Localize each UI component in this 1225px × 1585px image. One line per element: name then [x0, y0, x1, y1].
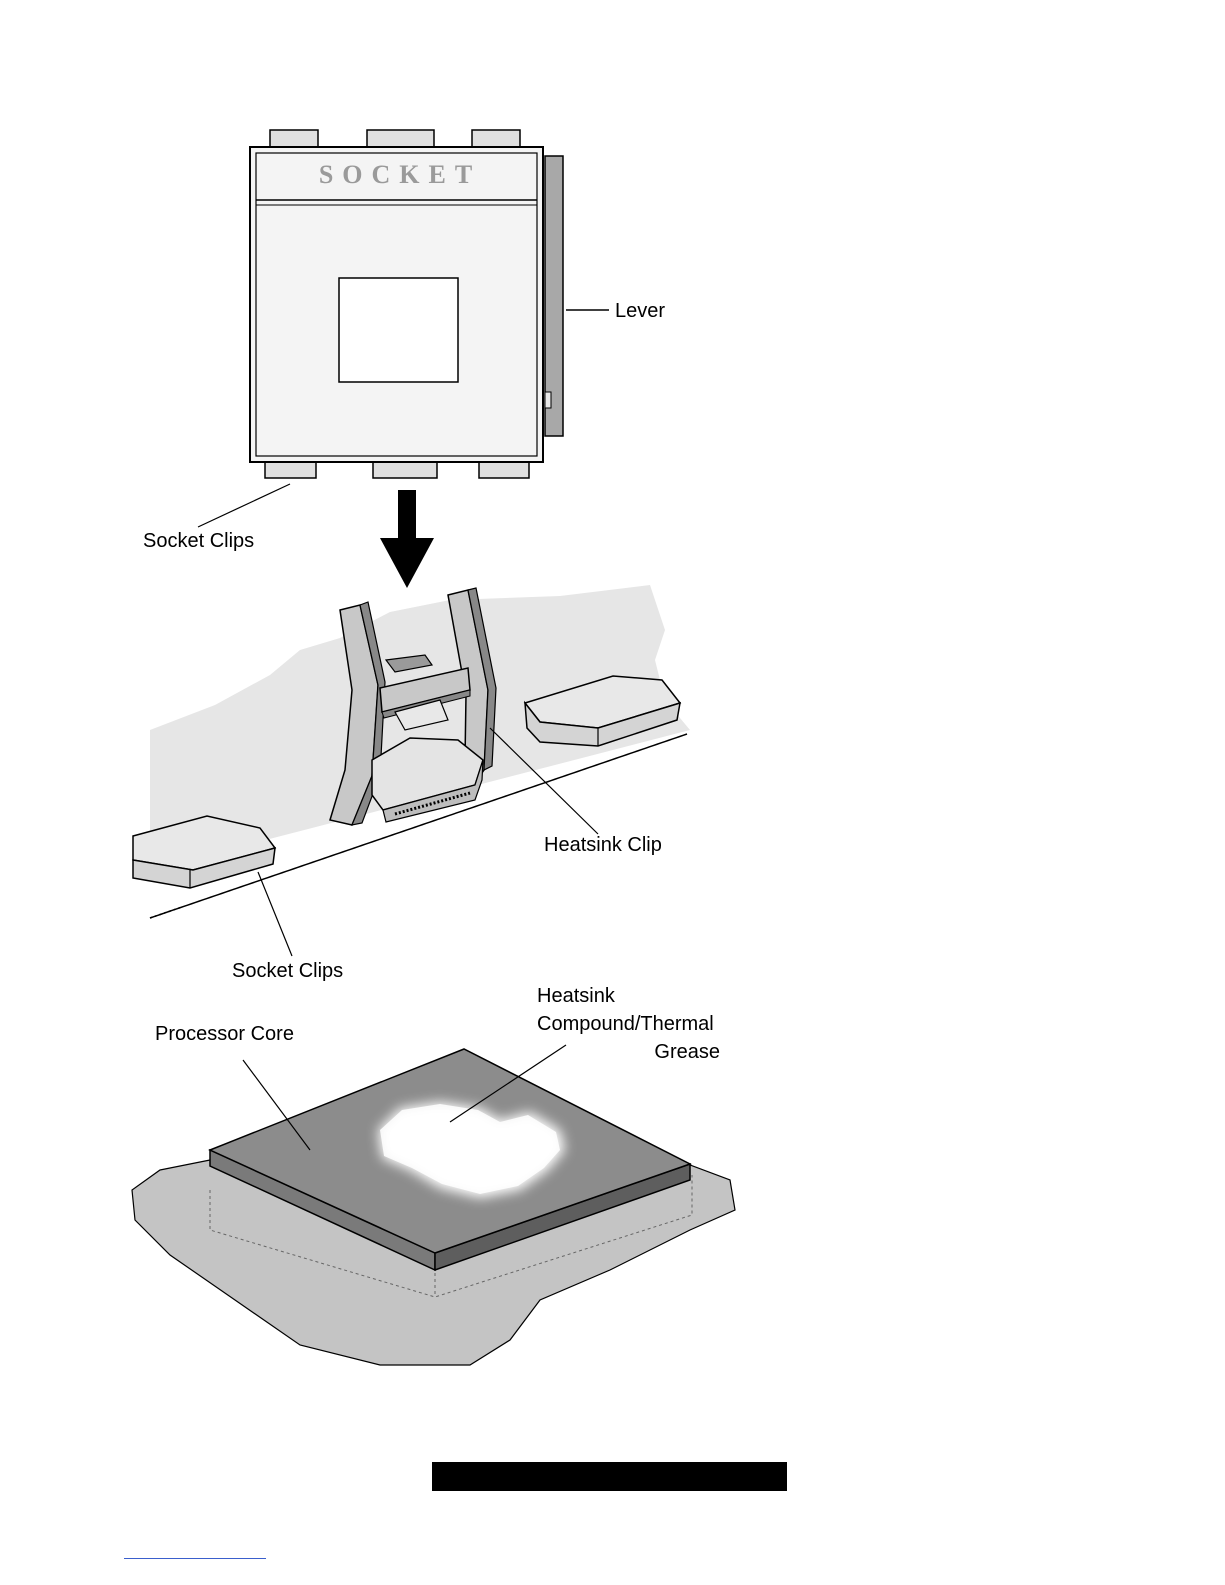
- label-socket-clips-bottom: Socket Clips: [232, 960, 343, 982]
- socket-clip: [472, 130, 520, 148]
- socket: SOCKET: [250, 130, 563, 478]
- label-thermal-grease-line2: Compound/Thermal: [537, 1013, 714, 1035]
- label-socket-clips-top: Socket Clips: [143, 530, 254, 552]
- footer-underline: [124, 1558, 266, 1559]
- label-heatsink-clip: Heatsink Clip: [544, 834, 662, 856]
- redaction-bar: [432, 1462, 787, 1491]
- label-thermal-grease-line1: Heatsink: [537, 985, 616, 1007]
- label-lever: Lever: [615, 300, 665, 322]
- socket-clip: [367, 130, 434, 148]
- down-arrow-icon: [380, 490, 434, 588]
- motherboard-section: [133, 585, 690, 918]
- socket-title: SOCKET: [319, 160, 481, 189]
- socket-cavity: [339, 278, 458, 382]
- label-thermal-grease-line3: Grease: [654, 1041, 720, 1063]
- label-processor-core: Processor Core: [155, 1023, 294, 1045]
- socket-clip: [270, 130, 318, 148]
- processor: [132, 1049, 735, 1365]
